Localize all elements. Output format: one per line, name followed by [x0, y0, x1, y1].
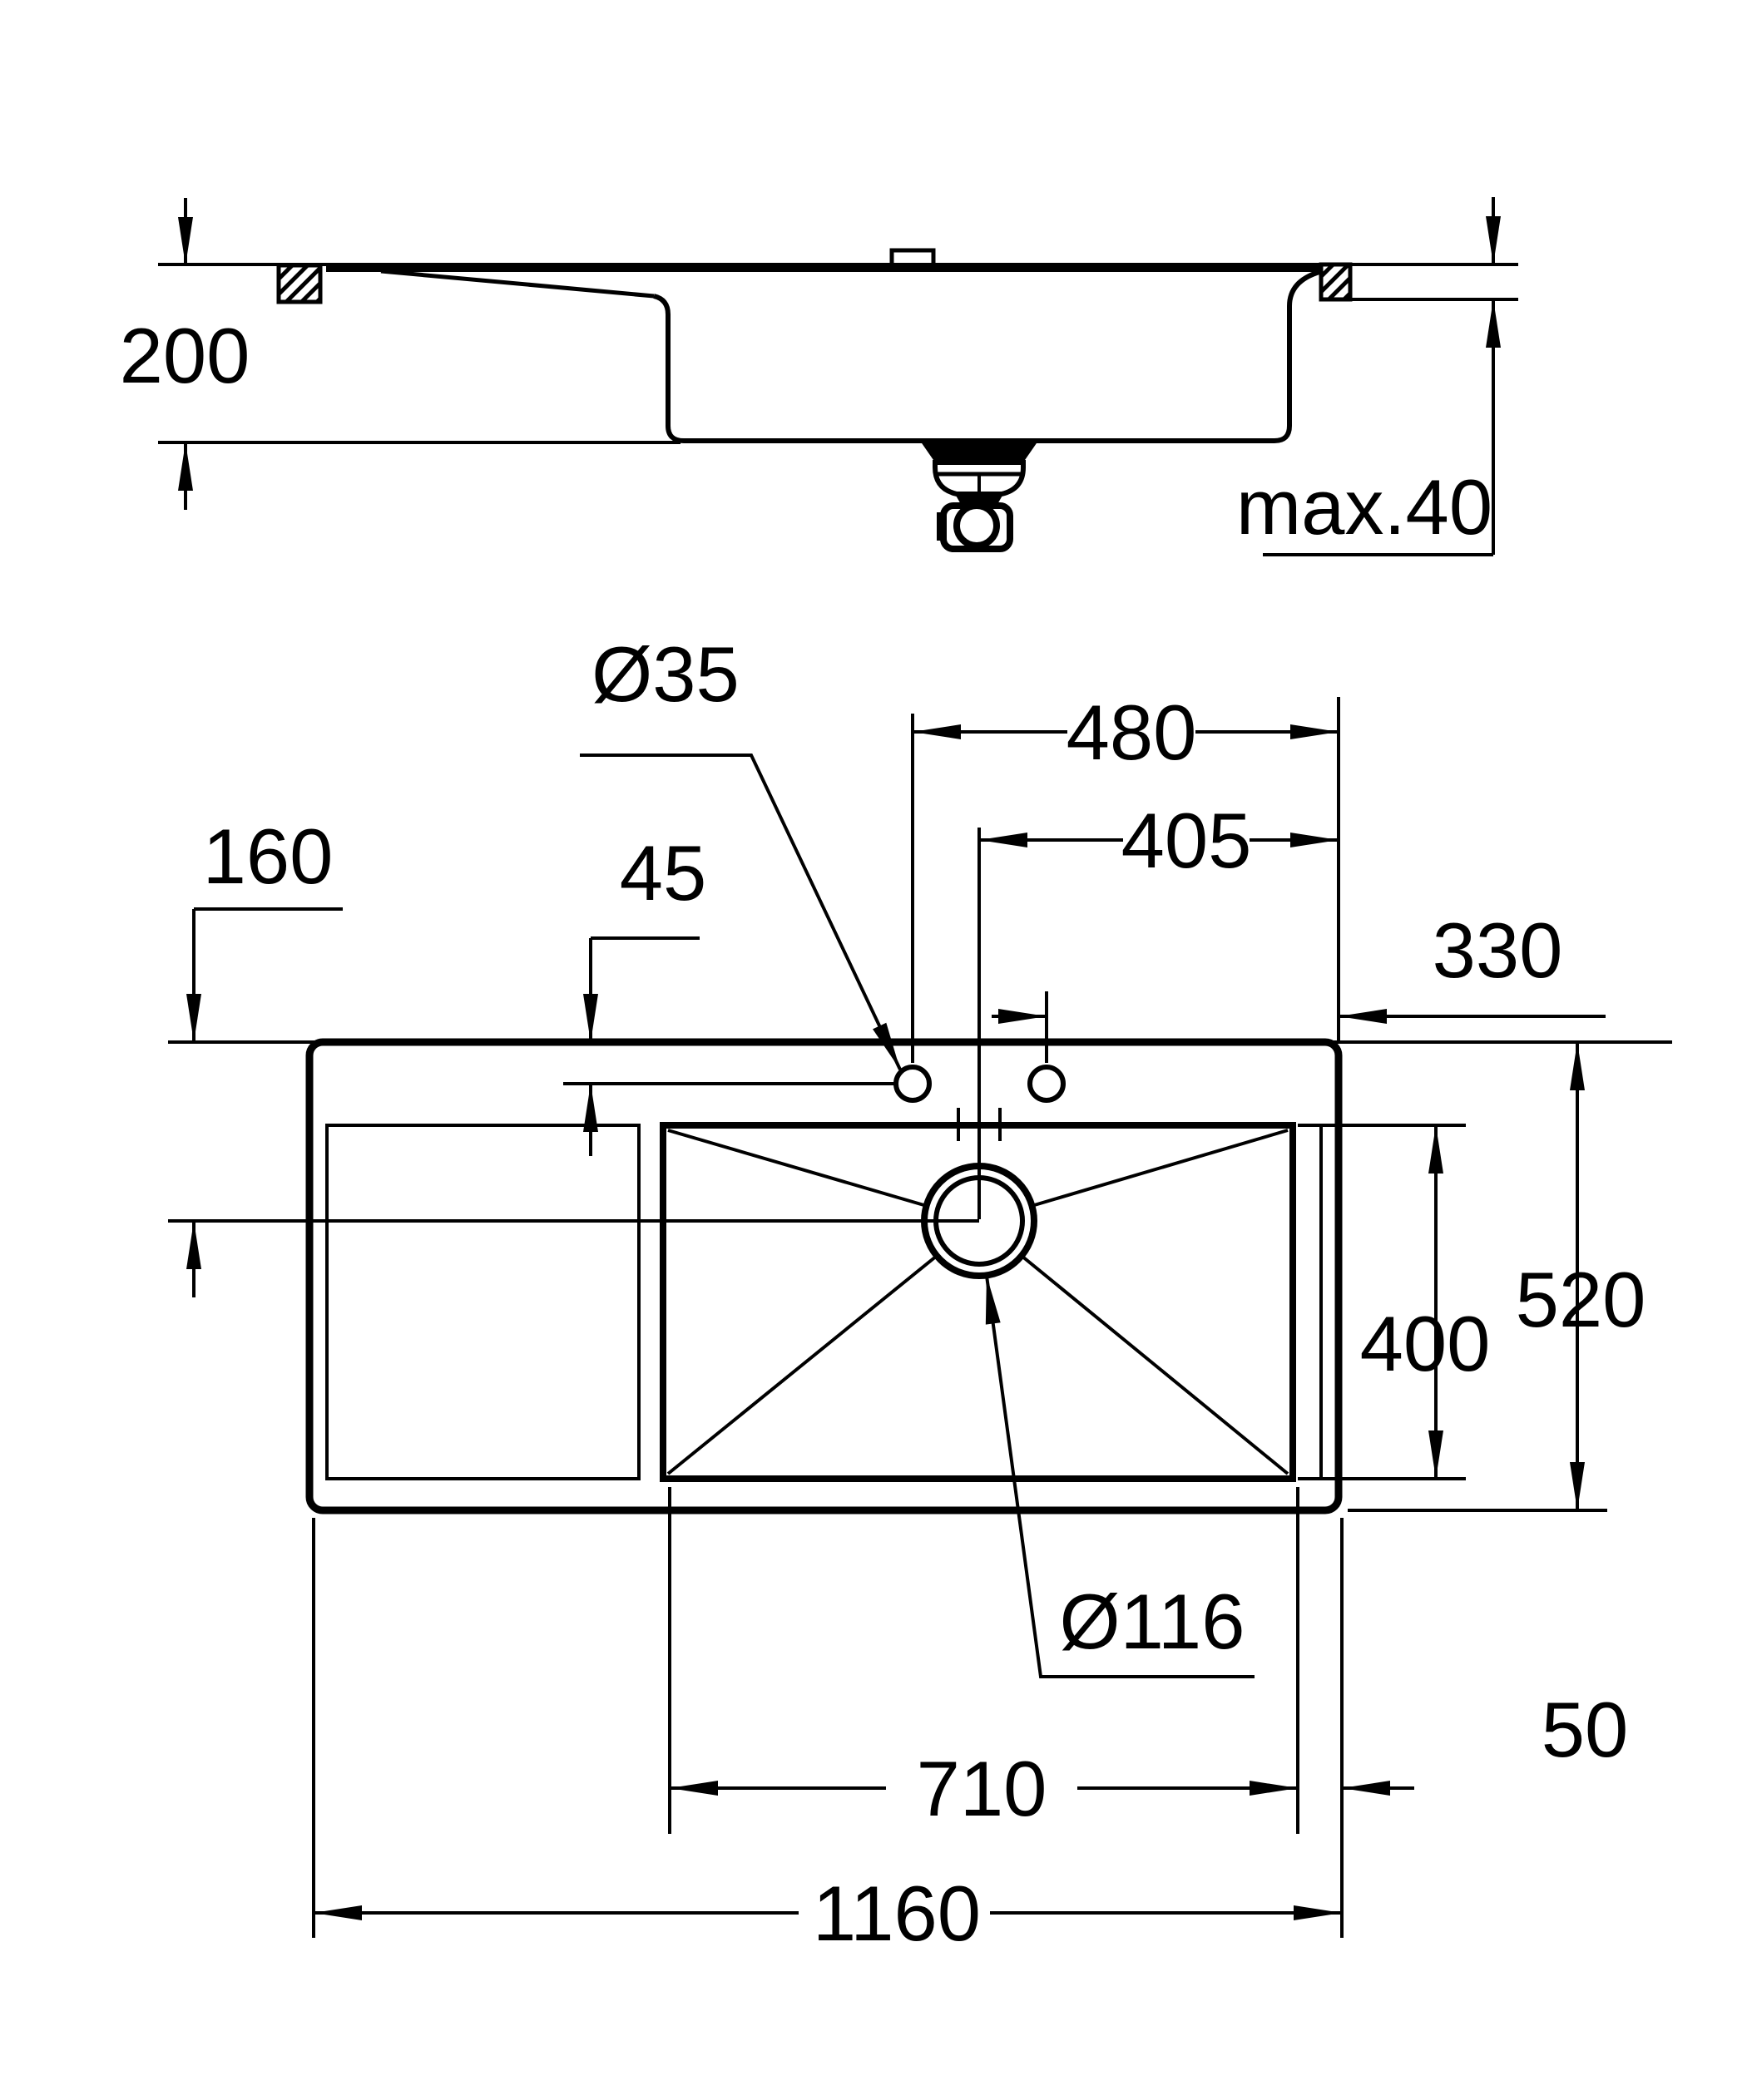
dia35-label: Ø35	[591, 630, 740, 718]
basin-x-lines	[666, 1129, 1289, 1475]
dim-160-label: 160	[203, 813, 334, 900]
dim-710: 710	[670, 1745, 1298, 1832]
dim-405-label: 405	[1121, 797, 1252, 884]
dim-200: 200	[120, 198, 681, 510]
dim-400: 400	[1360, 1125, 1491, 1479]
dim-480: 480	[913, 689, 1339, 776]
dim-330-label: 330	[1433, 907, 1563, 994]
faucet-hole-1	[893, 1065, 932, 1103]
leader-dia116: Ø116	[985, 1275, 1255, 1678]
dim-max40: max.40	[1236, 197, 1501, 556]
plan-view: Ø35 480 405 330 160	[168, 630, 1672, 1957]
dim-520: 520	[1516, 1042, 1646, 1510]
dim-405: 405	[979, 797, 1339, 884]
dim-710-label: 710	[917, 1745, 1047, 1832]
dim-200-label: 200	[120, 312, 250, 399]
dim-1160-label: 1160	[813, 1870, 981, 1957]
dim-50: 50	[1342, 1686, 1629, 1796]
dim-160: 160	[186, 813, 343, 1297]
extension-lines	[312, 697, 1607, 1938]
section-view: 200 max.40	[120, 197, 1518, 556]
dim-max40-label: max.40	[1236, 463, 1492, 551]
faucet-hole-collar	[889, 248, 936, 264]
sink-outline	[305, 1038, 1343, 1514]
dim-520-label: 520	[1516, 1256, 1646, 1343]
trap-elbow-tab	[937, 512, 945, 541]
dim-330: 330	[992, 907, 1606, 1024]
dim-50-label: 50	[1542, 1686, 1629, 1773]
faucet-hole-2	[1027, 1065, 1066, 1103]
drain-flange	[920, 441, 1038, 462]
dim-1160: 1160	[314, 1870, 1342, 1957]
drainboard-slope	[380, 269, 655, 299]
drain-trap	[920, 441, 1038, 552]
dia116-label: Ø116	[1060, 1578, 1245, 1665]
dim-45: 45	[583, 829, 707, 1156]
dim-400-label: 400	[1360, 1300, 1491, 1387]
drainboard	[325, 1124, 641, 1480]
dim-480-label: 480	[1067, 689, 1197, 776]
dim-45-label: 45	[620, 829, 707, 917]
basin-profile	[653, 269, 1320, 443]
countertop-hatch-left	[276, 263, 323, 304]
leader-dia35: Ø35	[580, 630, 902, 1070]
trap-outlet	[953, 502, 1000, 549]
countertop-hatch-right	[1319, 262, 1353, 302]
